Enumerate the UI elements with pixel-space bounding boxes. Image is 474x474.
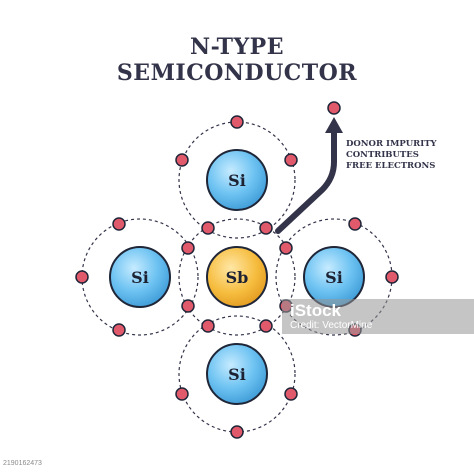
page-title-line-2: SEMICONDUCTOR — [116, 60, 358, 86]
atom-label-right: Si — [325, 268, 343, 287]
electron-donor — [279, 241, 293, 255]
electron — [201, 221, 215, 235]
atom-label-bottom: Si — [228, 365, 246, 384]
electron — [259, 221, 273, 235]
watermark-brand: iStock — [290, 301, 342, 320]
annotation-line-1: DONOR IMPURITY — [346, 139, 438, 149]
page-title-line-1: N-TYPE — [190, 34, 284, 60]
donor-arrow — [275, 128, 337, 234]
electron — [175, 153, 189, 167]
watermark-credit: Credit: VectorMine — [290, 320, 373, 331]
annotation-line-3: FREE ELECTRONS — [346, 161, 435, 171]
watermark-banner: iStock Credit: VectorMine — [282, 299, 474, 334]
annotation-line-2: CONTRIBUTES — [346, 150, 419, 160]
electron — [385, 270, 399, 284]
si-atom-bottom — [206, 343, 268, 405]
electron — [181, 241, 195, 255]
electron — [112, 217, 126, 231]
electron — [284, 153, 298, 167]
electron — [75, 270, 89, 284]
sb-atom-center — [206, 246, 268, 308]
electron — [230, 425, 244, 439]
si-atom-left — [109, 246, 171, 308]
orbit-center — [178, 218, 296, 336]
donor-arrow-head — [325, 117, 343, 133]
atom-label-left: Si — [131, 268, 149, 287]
electron — [348, 217, 362, 231]
electron — [284, 387, 298, 401]
free-electron — [327, 101, 341, 115]
electron — [259, 319, 273, 333]
electron — [201, 319, 215, 333]
si-atom-top — [206, 149, 268, 211]
stock-id: 2190162473 — [3, 460, 42, 467]
electron — [181, 299, 195, 313]
electron — [112, 323, 126, 337]
electron — [175, 387, 189, 401]
atom-label-top: Si — [228, 171, 246, 190]
electron — [230, 115, 244, 129]
atom-label-center: Sb — [226, 268, 249, 287]
